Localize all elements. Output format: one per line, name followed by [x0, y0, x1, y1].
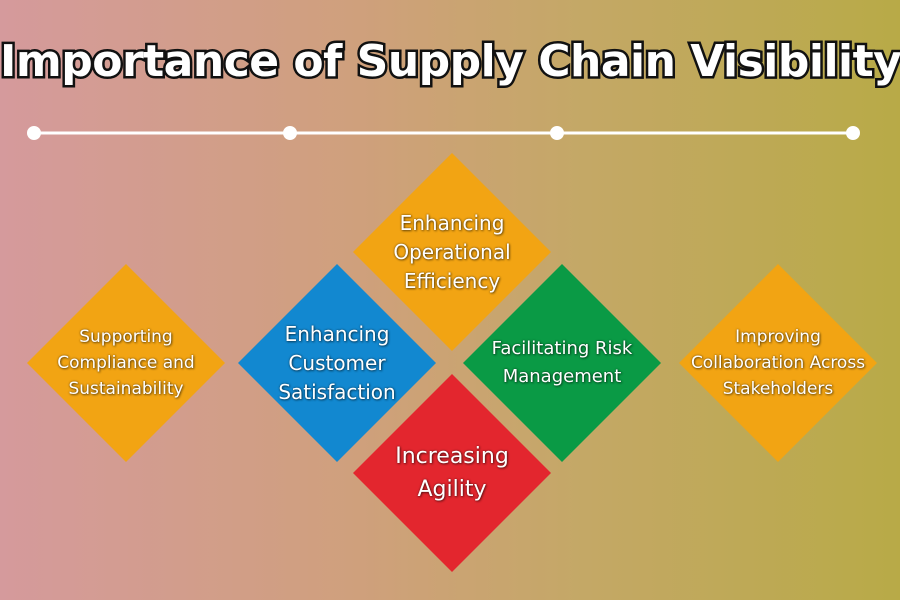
- page-title: Importance of Supply Chain Visibility: [0, 34, 900, 90]
- timeline-dot: [550, 126, 564, 140]
- timeline-dot: [846, 126, 860, 140]
- timeline-dot: [27, 126, 41, 140]
- timeline-dot: [283, 126, 297, 140]
